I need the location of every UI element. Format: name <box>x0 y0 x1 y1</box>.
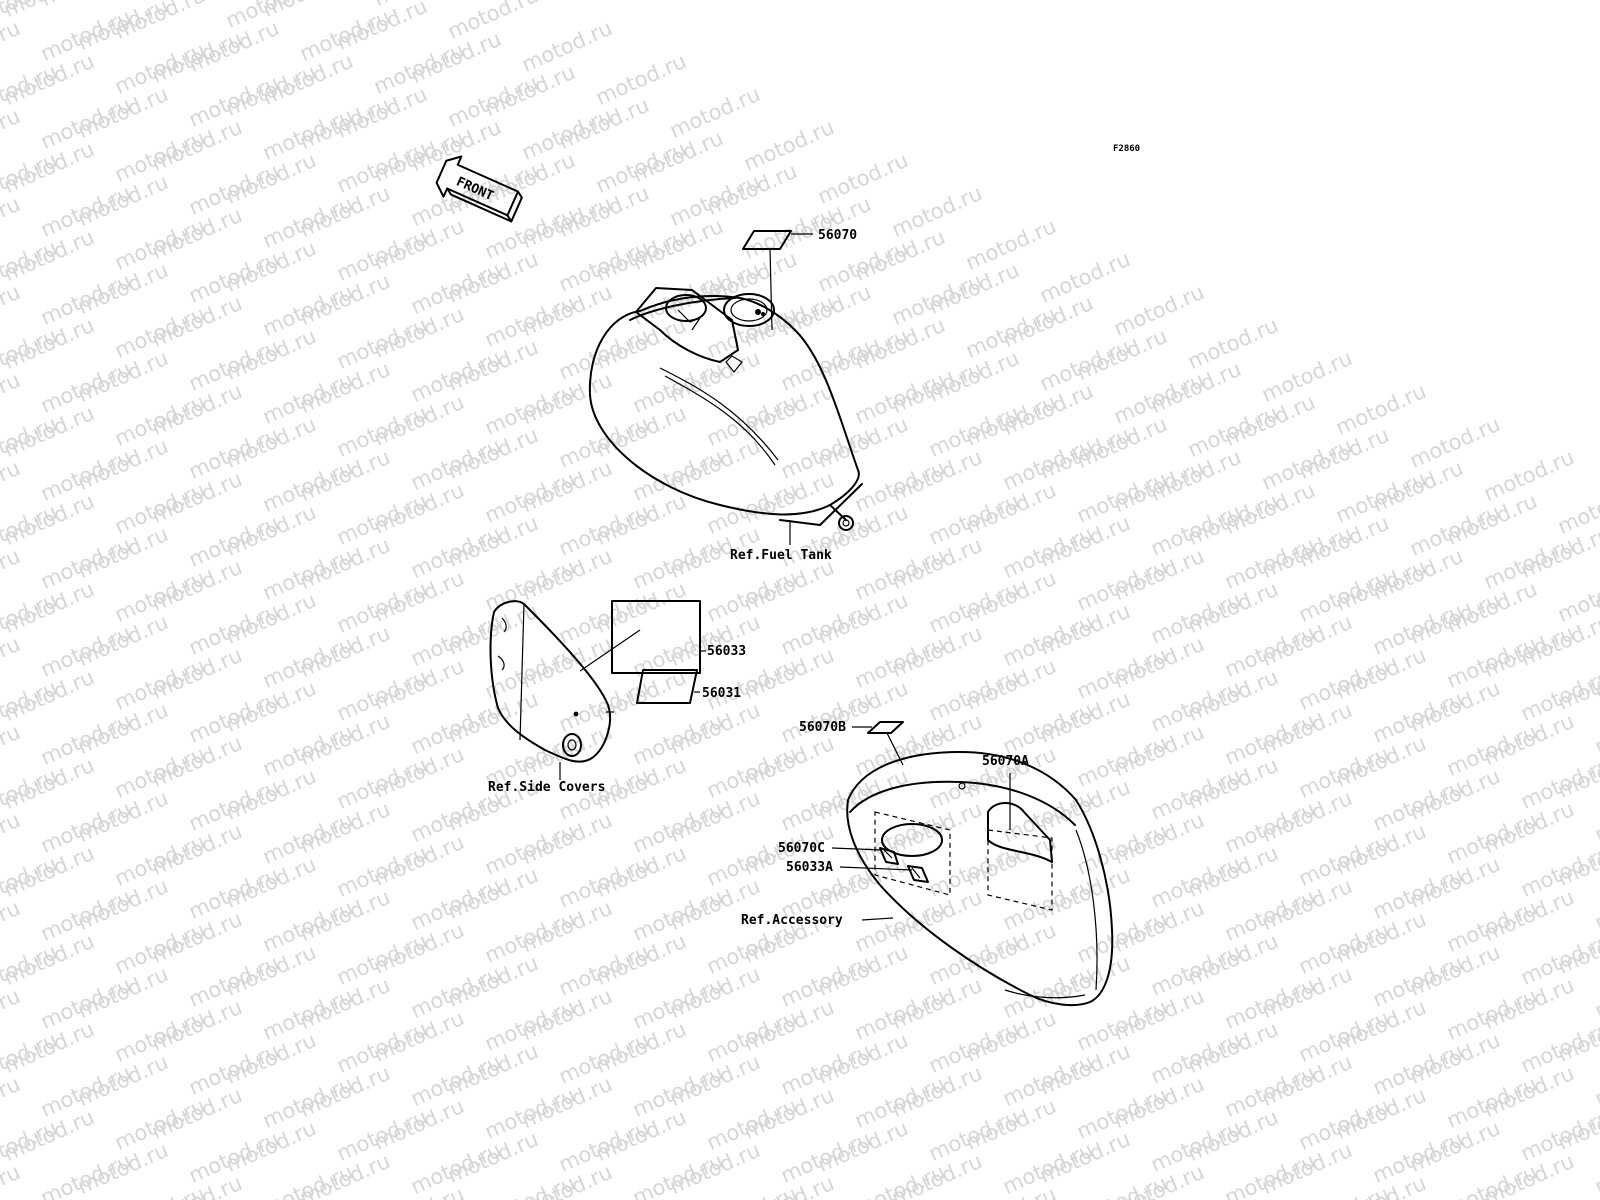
accessory-saddlebag <box>846 751 1114 1007</box>
callout-56070b: 56070B <box>799 720 846 735</box>
callout-ref-accessory: Ref.Accessory <box>741 913 843 928</box>
decal-56031 <box>636 669 698 704</box>
callout-56070: 56070 <box>818 228 857 243</box>
side-cover <box>489 600 614 763</box>
front-arrow-icon: FRONT <box>435 155 523 223</box>
decal-56033 <box>611 600 701 674</box>
fuel-tank <box>588 287 863 531</box>
callout-ref-side-covers: Ref.Side Covers <box>488 780 605 795</box>
callout-56070c: 56070C <box>778 841 825 856</box>
decal-56070 <box>742 230 792 250</box>
callout-56031: 56031 <box>702 686 741 701</box>
callout-56070a: 56070A <box>982 754 1029 769</box>
figure-code: F2860 <box>1113 144 1140 154</box>
decal-56070b <box>867 721 904 734</box>
callout-56033: 56033 <box>707 644 746 659</box>
callout-56033a: 56033A <box>786 860 833 875</box>
callout-ref-fuel-tank: Ref.Fuel Tank <box>730 548 832 563</box>
